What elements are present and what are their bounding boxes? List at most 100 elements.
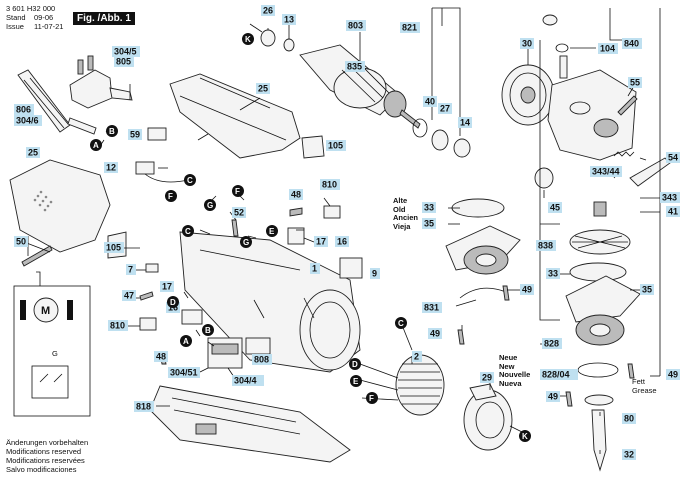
fan-baffle-drawing — [463, 383, 513, 451]
bearing-26-drawing — [260, 29, 276, 47]
modification-notes: Änderungen vorbehalten Modifications res… — [6, 438, 88, 474]
part-7: 7 — [128, 265, 133, 275]
part-17-left: 17 — [162, 282, 172, 292]
grease-labels: Fett Grease — [632, 377, 657, 395]
grease-label-de: Fett — [632, 377, 645, 386]
new-label-fr: Nouvelle — [499, 370, 531, 379]
part-806: 806 — [16, 105, 31, 115]
letter-callouts: K B A C F G F C E G D B A C D E F K — [90, 33, 531, 442]
screw-50-drawing — [21, 245, 53, 267]
part-304-51: 304/51 — [170, 368, 198, 378]
part-55: 55 — [630, 78, 640, 88]
side-housing-drawing — [9, 159, 111, 253]
stand-label: Stand — [6, 13, 26, 22]
part-835: 835 — [347, 62, 362, 72]
part-49-new-left: 49 — [548, 392, 558, 402]
screw-49b-drawing — [457, 329, 465, 345]
callout-b-top: B — [109, 127, 115, 136]
part-840: 840 — [624, 39, 639, 49]
callout-a-top: A — [93, 141, 99, 150]
part-304-5: 304/5 — [114, 47, 137, 57]
part-33-old: 33 — [424, 203, 434, 213]
old-label-de: Alte — [393, 196, 408, 205]
part-41: 41 — [668, 207, 678, 217]
screw-52-drawing — [231, 219, 239, 237]
part-805: 805 — [116, 57, 131, 67]
terminal-810b-drawing — [139, 317, 157, 331]
ring-27-drawing — [431, 129, 449, 151]
stand-value: 09-06 — [34, 13, 54, 22]
schematic-motor-label: M — [41, 305, 50, 317]
issue-value: 11-07-21 — [34, 22, 64, 31]
part-32: 32 — [624, 450, 634, 460]
flange-80-drawing — [584, 394, 614, 406]
part-35-new: 35 — [642, 285, 652, 295]
note-de: Änderungen vorbehalten — [6, 438, 89, 447]
pin-840-drawing — [559, 55, 568, 79]
issue-label: Issue — [6, 22, 24, 31]
part-105-top: 105 — [328, 141, 343, 151]
old-version-labels: Alte Old Ancien Vieja — [393, 196, 418, 231]
part-labels: 26 13 803 821 30 104 840 304/5 805 835 2… — [14, 5, 680, 460]
part-1: 1 — [312, 264, 317, 274]
bearing-14-drawing — [453, 138, 471, 158]
pinion-drawing — [534, 167, 554, 189]
retaining-ring-40-drawing — [412, 118, 428, 138]
circuit-schematic — [13, 271, 91, 417]
callout-g-mid: G — [243, 238, 249, 247]
part-48-top: 48 — [291, 190, 301, 200]
bevel-gear-drawing — [569, 201, 631, 255]
cable-clip-drawing — [67, 117, 97, 135]
note-fr: Modifications reservées — [6, 456, 85, 465]
callout-k-top: K — [245, 35, 251, 44]
part-29: 29 — [482, 373, 492, 383]
new-label-de: Neue — [499, 353, 518, 362]
screw-49c-drawing — [627, 363, 635, 379]
part-49-old-right: 49 — [522, 285, 532, 295]
bearing-13-drawing — [283, 38, 295, 52]
part-808: 808 — [254, 355, 269, 365]
callout-k-low: K — [522, 432, 528, 441]
part-25-left: 25 — [28, 148, 38, 158]
part-30: 30 — [522, 39, 532, 49]
grease-label-en: Grease — [632, 385, 657, 395]
switch-contacts-drawing — [211, 343, 239, 355]
part-810-top: 810 — [322, 180, 337, 190]
part-35-old: 35 — [424, 219, 434, 229]
part-45: 45 — [550, 203, 560, 213]
part-14: 14 — [460, 118, 470, 128]
button-cap-drawing — [542, 14, 558, 26]
screw-49-drawing — [502, 285, 510, 301]
fan-drawing — [501, 64, 555, 126]
screw-55-drawing — [617, 95, 638, 116]
doc-number: 3 601 H32 000 — [6, 4, 56, 13]
new-bearing-flange-drawing — [565, 262, 641, 378]
part-803: 803 — [348, 21, 363, 31]
part-40: 40 — [425, 97, 435, 107]
part-13: 13 — [284, 15, 294, 25]
part-59: 59 — [130, 130, 140, 140]
callout-f-mid: F — [235, 187, 240, 196]
part-831: 831 — [424, 303, 439, 313]
document-header: 3 601 H32 000 Stand 09-06 Issue 11-07-21 — [6, 4, 63, 31]
part-12: 12 — [106, 163, 116, 173]
screw-49d-drawing — [565, 391, 573, 407]
schematic-g-label: G — [52, 349, 58, 358]
part-104: 104 — [600, 44, 615, 54]
part-49-new-right: 49 — [668, 370, 678, 380]
callout-c-low: C — [398, 319, 404, 328]
new-version-labels: Neue New Nouvelle Nueva — [499, 353, 531, 388]
part-47: 47 — [124, 291, 134, 301]
callout-d-mid: D — [170, 298, 176, 307]
rear-housing-drawing — [169, 73, 301, 159]
gear-housing-drawing — [547, 69, 637, 161]
old-label-en: Old — [393, 204, 406, 214]
callout-a-mid: A — [183, 337, 189, 346]
figure-title: Fig. /Abb. 1 — [73, 12, 135, 25]
callout-e-mid: E — [269, 227, 275, 236]
part-828: 828 — [544, 339, 559, 349]
callout-b-mid: B — [205, 326, 211, 335]
part-48-left: 48 — [156, 352, 166, 362]
part-33-new: 33 — [548, 269, 558, 279]
